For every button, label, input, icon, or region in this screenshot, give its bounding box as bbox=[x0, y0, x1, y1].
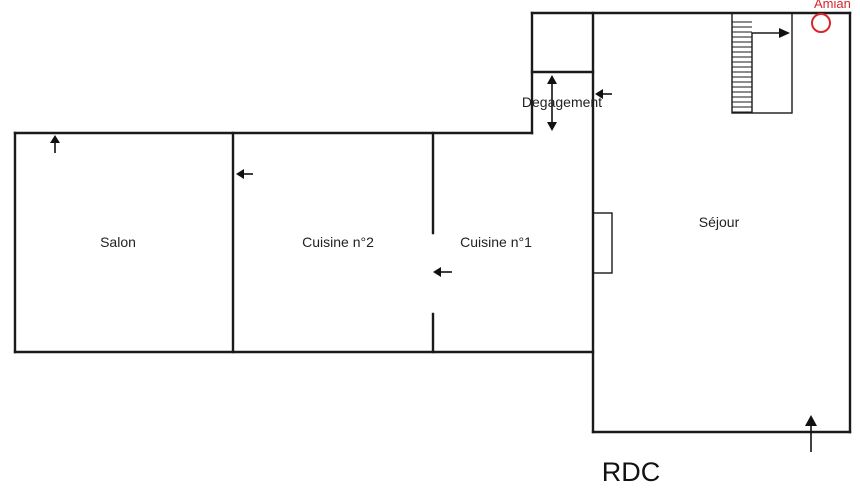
arrow-cuisine2-left bbox=[236, 169, 253, 179]
fireplace bbox=[592, 212, 613, 274]
marker-label: Amian bbox=[814, 0, 851, 11]
room-label-salon: Salon bbox=[100, 234, 136, 250]
arrow-cuisine1-left bbox=[433, 267, 452, 277]
arrow-degagement-updown bbox=[547, 75, 557, 131]
room-label-degagement: Degagement bbox=[522, 94, 602, 110]
arrow-salon-up bbox=[50, 135, 60, 153]
arrow-entrance-up bbox=[805, 415, 817, 452]
stair-direction-line bbox=[751, 32, 782, 113]
stair-direction-arrowhead bbox=[779, 28, 790, 38]
floor-level-title: RDC bbox=[602, 457, 661, 487]
stair-steps bbox=[732, 21, 752, 113]
staircase-outline bbox=[731, 12, 793, 114]
room-label-cuisine2: Cuisine n°2 bbox=[302, 234, 374, 250]
arrow-sejour-left bbox=[595, 89, 612, 99]
room-label-cuisine1: Cuisine n°1 bbox=[460, 234, 532, 250]
marker-circle-icon bbox=[811, 13, 831, 33]
walls bbox=[13, 11, 852, 434]
marker: Amian bbox=[811, 0, 851, 33]
staircase bbox=[731, 12, 793, 114]
room-label-sejour: Séjour bbox=[699, 214, 740, 230]
access-arrows bbox=[50, 75, 817, 452]
